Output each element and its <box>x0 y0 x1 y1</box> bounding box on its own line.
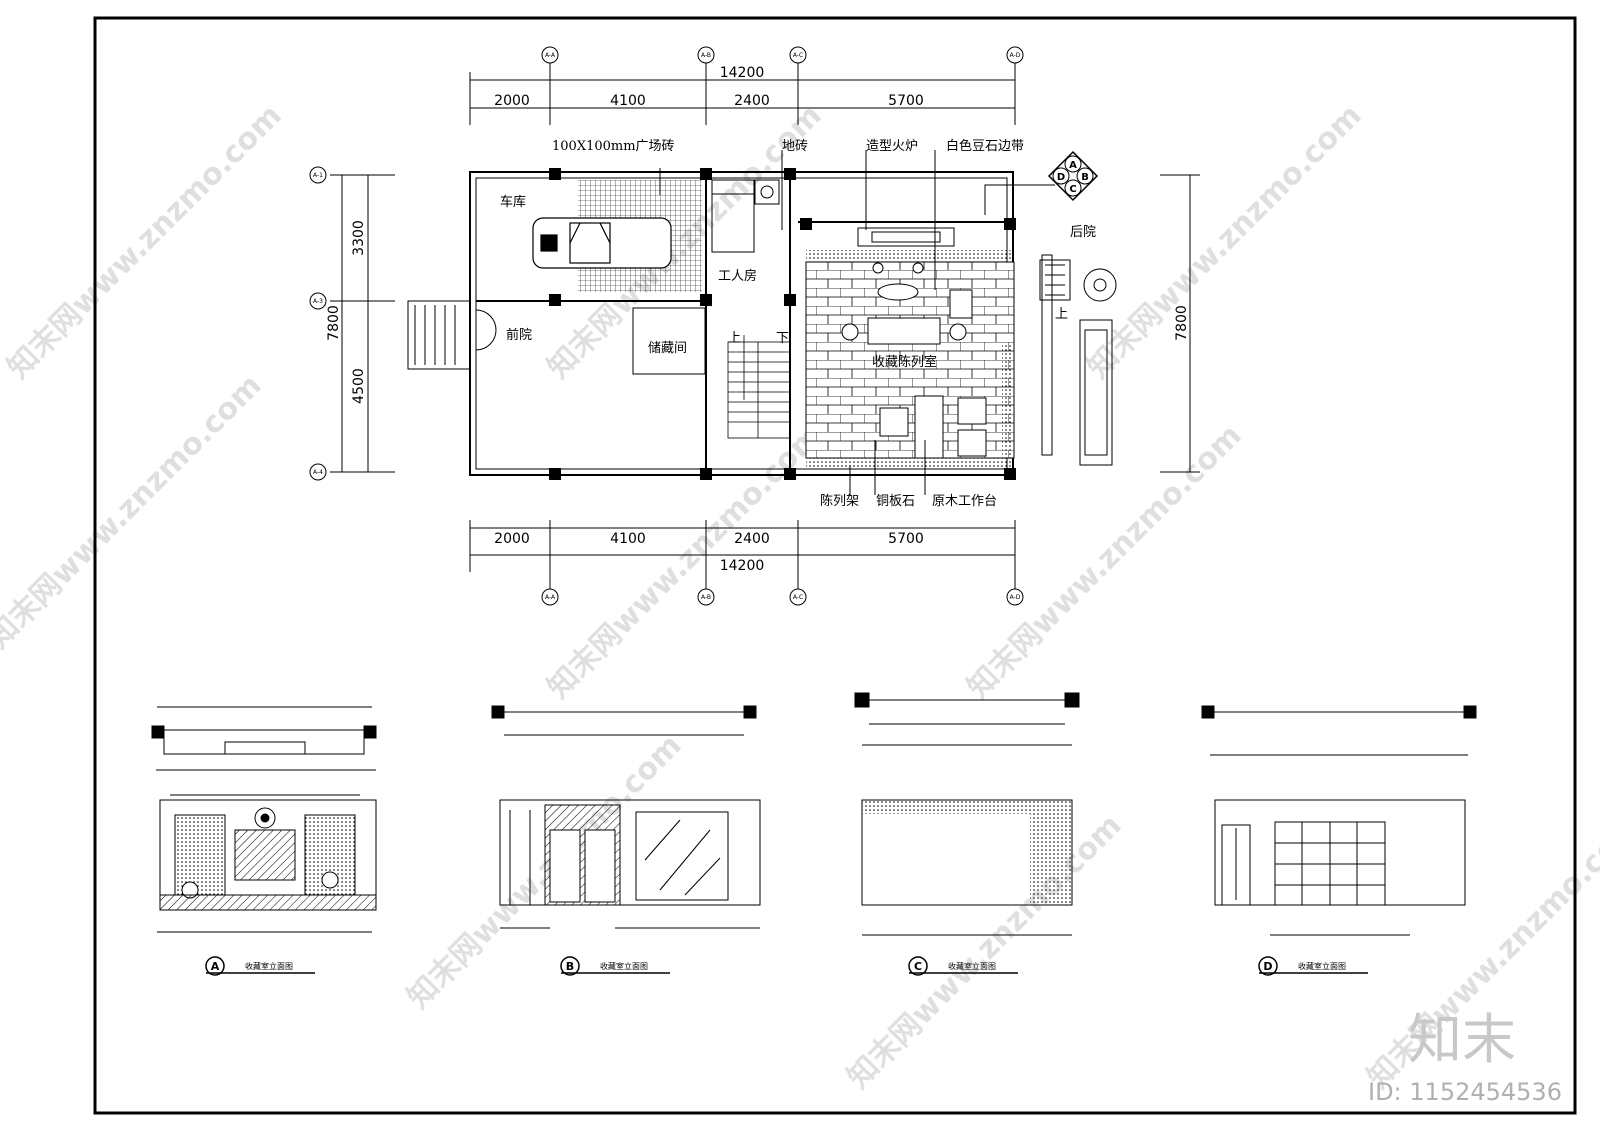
elevation-a <box>151 706 377 933</box>
axis-col-d: A-D <box>1010 52 1021 59</box>
elevation-d-letter: D <box>1263 960 1272 973</box>
dim-col-3: 2400 <box>734 93 770 109</box>
axis-col-c: A-C <box>793 52 803 59</box>
axis-row-4: A-4 <box>313 469 323 476</box>
label-garage: 车库 <box>500 194 526 210</box>
label-storage: 储藏间 <box>648 341 687 356</box>
brand-logo: 知末 <box>1408 1008 1516 1071</box>
elevation-c <box>854 692 1080 936</box>
car-icon <box>532 217 672 269</box>
elevation-b-letter: B <box>566 960 574 973</box>
dim-row-1: 3300 <box>351 220 367 256</box>
label-floor-tile: 地砖 <box>782 139 808 154</box>
label-tile: 100X100mm广场砖 <box>552 139 675 154</box>
elevation-a-letter: A <box>211 960 220 973</box>
axis-col-b: A-B <box>701 52 711 59</box>
label-pebble-band: 白色豆石边带 <box>946 138 1024 154</box>
label-back-yard: 后院 <box>1070 225 1096 240</box>
elevation-c-caption: 收藏室立面图 <box>948 961 996 971</box>
svg-text:知末网www.znzmo.com: 知末网www.znzmo.com <box>541 418 829 706</box>
label-workers-room: 工人房 <box>718 268 757 284</box>
axis-col-a: A-A <box>545 52 556 59</box>
label-log-desk: 原木工作台 <box>932 494 997 509</box>
brand-id: ID: 1152454536 <box>1368 1078 1562 1106</box>
axis-col-d-bottom: A-D <box>1010 594 1021 601</box>
label-copper-stone: 铜板石 <box>876 494 915 509</box>
elevation-a-caption: 收藏室立面图 <box>245 961 293 971</box>
dim-row-2: 4500 <box>351 368 367 404</box>
axis-col-b-bottom: A-B <box>701 594 711 601</box>
compass-icon: A B C D <box>1047 150 1099 202</box>
label-front-yard: 前院 <box>506 327 532 343</box>
floor-plan <box>330 60 1200 590</box>
svg-text:知末网www.znzmo.com: 知末网www.znzmo.com <box>1 98 289 386</box>
label-stairs-up: 上 <box>728 331 741 346</box>
svg-text:C: C <box>1069 184 1076 195</box>
elevation-captions: A B C D 收藏室立面图 收藏室立面图 收藏室立面图 收藏室立面图 <box>205 956 1368 976</box>
dim-col-4-bottom: 5700 <box>888 531 924 547</box>
dim-col-4: 5700 <box>888 93 924 109</box>
svg-text:知末网www.znzmo.com: 知末网www.znzmo.com <box>0 368 269 656</box>
svg-text:知末网www.znzmo.com: 知末网www.znzmo.com <box>841 808 1129 1096</box>
drawing-border <box>93 16 1577 1115</box>
axis-col-a-bottom: A-A <box>545 594 556 601</box>
label-stairs-down: 下 <box>776 331 789 346</box>
staircase <box>727 335 791 439</box>
dim-row-total-left: 7800 <box>326 305 342 341</box>
dim-total-bottom: 14200 <box>720 558 765 574</box>
elevation-c-letter: C <box>914 960 922 973</box>
dim-col-2-bottom: 4100 <box>610 531 646 547</box>
svg-text:知末网www.znzmo.com: 知末网www.znzmo.com <box>1081 98 1369 386</box>
label-fireplace: 造型火炉 <box>866 139 918 154</box>
dim-col-1: 2000 <box>494 93 530 109</box>
axis-col-c-bottom: A-C <box>793 594 803 601</box>
svg-text:A: A <box>1069 160 1077 171</box>
label-back-stairs-up: 上 <box>1055 307 1068 322</box>
label-gallery: 收藏陈列室 <box>872 354 937 370</box>
dim-row-total-right: 7800 <box>1174 305 1190 341</box>
label-display-rack: 陈列架 <box>820 493 859 509</box>
dim-col-1-bottom: 2000 <box>494 531 530 547</box>
dim-col-3-bottom: 2400 <box>734 531 770 547</box>
axis-row-3: A-3 <box>313 298 323 305</box>
elevation-d-caption: 收藏室立面图 <box>1298 961 1346 971</box>
svg-text:D: D <box>1057 172 1065 183</box>
elevation-b <box>491 705 761 929</box>
elevation-b-caption: 收藏室立面图 <box>600 961 648 971</box>
pillars <box>549 168 1016 480</box>
dim-col-2: 4100 <box>610 93 646 109</box>
svg-text:B: B <box>1081 172 1089 183</box>
dim-total-top: 14200 <box>720 65 765 81</box>
axis-bubbles <box>309 46 1024 606</box>
elevation-d <box>1201 705 1477 936</box>
axis-row-1: A-1 <box>313 172 323 179</box>
